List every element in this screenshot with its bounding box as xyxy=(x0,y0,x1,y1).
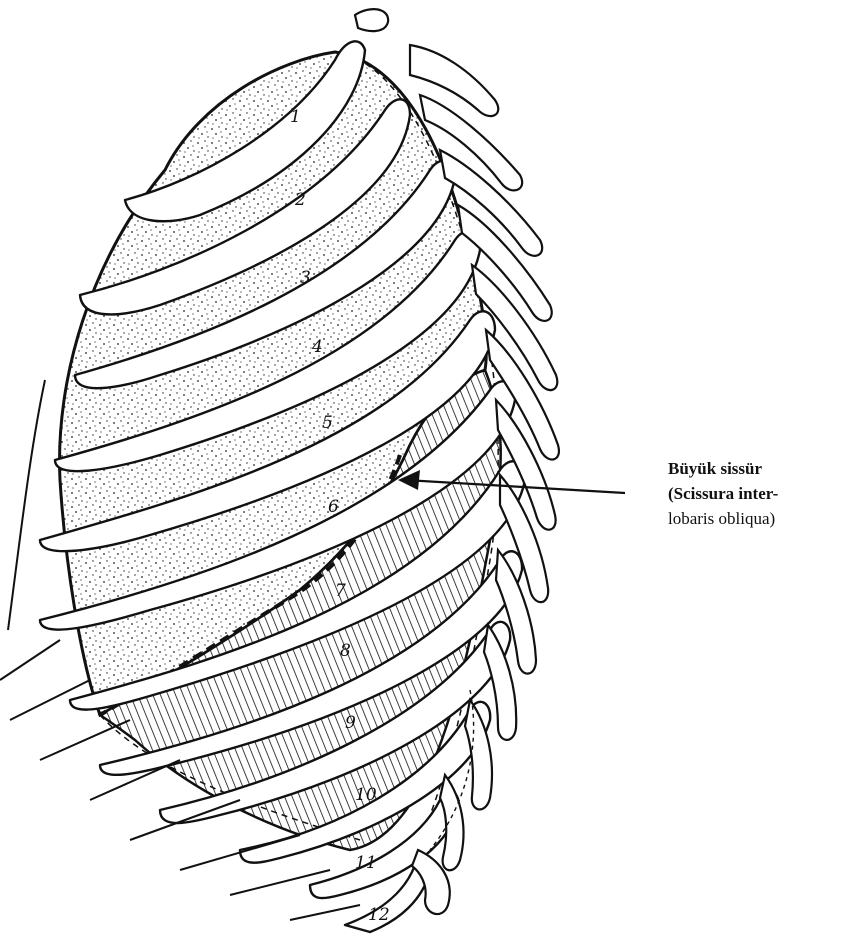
rib-label-5: 5 xyxy=(322,413,333,433)
rib-label-8: 8 xyxy=(340,641,351,661)
callout-line-3: lobaris obliqua) xyxy=(668,506,778,531)
rib-label-4: 4 xyxy=(311,337,323,357)
rib-label-10: 10 xyxy=(355,785,377,805)
rib-label-12: 12 xyxy=(368,905,390,925)
rib-label-11: 11 xyxy=(355,853,377,873)
rib-label-2: 2 xyxy=(294,190,306,210)
rib-label-1: 1 xyxy=(290,107,301,127)
rib-label-6: 6 xyxy=(328,497,339,517)
rib-label-7: 7 xyxy=(335,581,346,601)
callout-line-2: (Scissura inter- xyxy=(668,481,778,506)
fissure-callout: Büyük sissür (Scissura inter- lobaris ob… xyxy=(668,456,778,531)
rib-label-3: 3 xyxy=(300,268,311,288)
rib-label-9: 9 xyxy=(345,713,356,733)
callout-line-1: Büyük sissür xyxy=(668,456,778,481)
